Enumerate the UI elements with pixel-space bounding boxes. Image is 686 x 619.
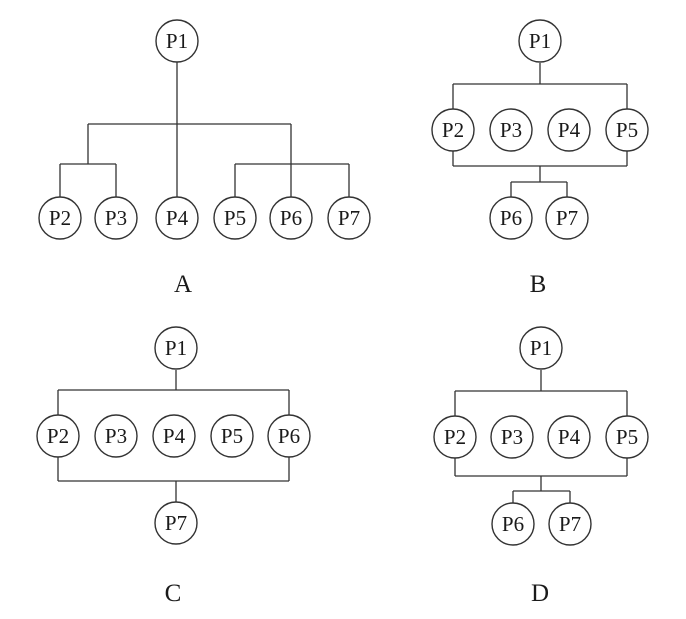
panel-b-node-p5: P5 (605, 108, 649, 152)
svg-text:P2: P2 (47, 424, 69, 448)
panel-d-node-p4: P4 (547, 415, 591, 459)
panel-d: P1 P2 P3 P4 P5 P6 P7 D (433, 326, 649, 607)
svg-text:P1: P1 (165, 336, 187, 360)
panel-a-node-p6: P6 (269, 196, 313, 240)
svg-text:P6: P6 (280, 206, 302, 230)
panel-d-node-p7: P7 (548, 502, 592, 546)
svg-text:P7: P7 (338, 206, 360, 230)
panel-b-node-p6: P6 (489, 196, 533, 240)
panel-a-node-p4: P4 (155, 196, 199, 240)
panel-d-node-p5: P5 (605, 415, 649, 459)
panel-a: P1 P2 P3 P4 P5 P6 P7 A (38, 19, 371, 298)
panel-a-node-p5: P5 (213, 196, 257, 240)
panel-d-node-p3: P3 (490, 415, 534, 459)
svg-text:P7: P7 (165, 511, 187, 535)
svg-text:P1: P1 (529, 29, 551, 53)
panel-b-node-p2: P2 (431, 108, 475, 152)
svg-text:P1: P1 (166, 29, 188, 53)
svg-text:P4: P4 (163, 424, 186, 448)
svg-text:P2: P2 (444, 425, 466, 449)
panel-b: P1 P2 P3 P4 P5 P6 P7 B (431, 19, 649, 298)
panel-d-label: D (531, 580, 549, 607)
svg-text:P6: P6 (502, 512, 524, 536)
panel-a-node-p2: P2 (38, 196, 82, 240)
panel-c-node-p1: P1 (154, 326, 198, 370)
panel-c-node-p3: P3 (94, 414, 138, 458)
panel-b-node-p4: P4 (547, 108, 591, 152)
svg-text:P1: P1 (530, 336, 552, 360)
panel-c-node-p4: P4 (152, 414, 196, 458)
svg-text:P7: P7 (559, 512, 581, 536)
svg-text:P4: P4 (558, 118, 581, 142)
svg-text:P7: P7 (556, 206, 578, 230)
panel-c-node-p5: P5 (210, 414, 254, 458)
panel-d-node-p6: P6 (491, 502, 535, 546)
panel-a-label: A (174, 271, 192, 298)
svg-text:P6: P6 (278, 424, 300, 448)
svg-text:P5: P5 (616, 118, 638, 142)
panel-b-node-p7: P7 (545, 196, 589, 240)
svg-text:P2: P2 (49, 206, 71, 230)
panel-b-node-p3: P3 (489, 108, 533, 152)
panel-d-node-p2: P2 (433, 415, 477, 459)
svg-text:P4: P4 (558, 425, 581, 449)
panel-b-node-p1: P1 (518, 19, 562, 63)
panel-c: P1 P2 P3 P4 P5 P6 P7 C (36, 326, 311, 607)
svg-text:P4: P4 (166, 206, 189, 230)
svg-text:P3: P3 (105, 424, 127, 448)
panel-a-node-p1: P1 (155, 19, 199, 63)
svg-text:P6: P6 (500, 206, 522, 230)
panel-a-node-p7: P7 (327, 196, 371, 240)
panel-a-node-p3: P3 (94, 196, 138, 240)
panel-b-label: B (530, 271, 547, 298)
svg-text:P3: P3 (501, 425, 523, 449)
svg-text:P5: P5 (616, 425, 638, 449)
svg-text:P2: P2 (442, 118, 464, 142)
panel-c-node-p7: P7 (154, 501, 198, 545)
svg-text:P5: P5 (224, 206, 246, 230)
panel-c-node-p2: P2 (36, 414, 80, 458)
svg-text:P5: P5 (221, 424, 243, 448)
panel-d-node-p1: P1 (519, 326, 563, 370)
svg-text:P3: P3 (500, 118, 522, 142)
panel-c-node-p6: P6 (267, 414, 311, 458)
panel-c-label: C (165, 580, 182, 607)
svg-text:P3: P3 (105, 206, 127, 230)
